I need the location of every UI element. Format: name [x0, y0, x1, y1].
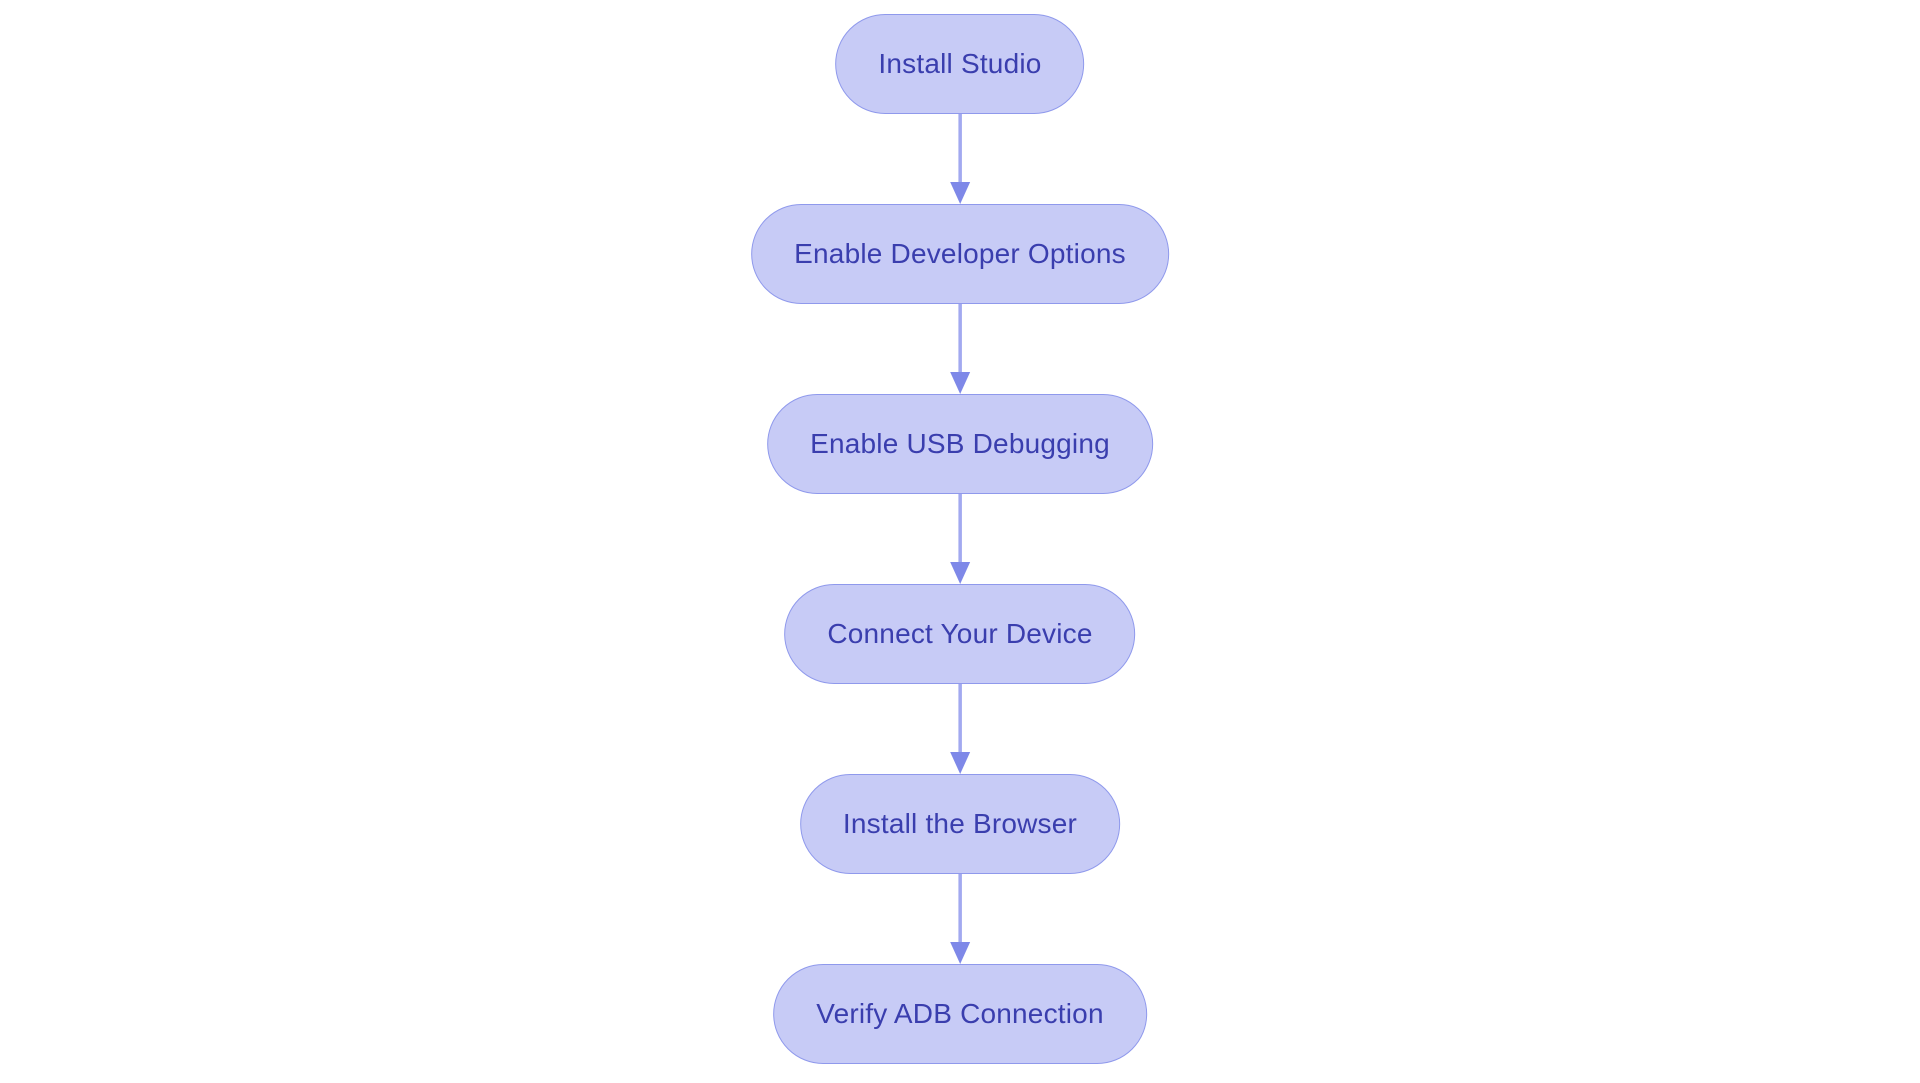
- flow-node-label: Enable USB Debugging: [810, 428, 1110, 459]
- flow-node-label: Enable Developer Options: [794, 238, 1126, 269]
- flow-node-install-studio: Install Studio: [835, 14, 1085, 114]
- flow-node-enable-developer-options: Enable Developer Options: [751, 204, 1169, 304]
- flow-node-label: Install Studio: [878, 48, 1042, 79]
- flow-node-label: Install the Browser: [842, 808, 1078, 839]
- flow-node-verify-adb-connection: Verify ADB Connection: [773, 964, 1147, 1064]
- arrow-down-icon: [947, 684, 973, 774]
- flow-node-install-the-browser: Install the Browser: [799, 774, 1121, 874]
- flow-node-label: Connect Your Device: [827, 618, 1093, 649]
- flow-node-label: Verify ADB Connection: [816, 998, 1104, 1029]
- flowchart: Install Studio Enable Developer Options …: [751, 14, 1169, 1064]
- flow-node-enable-usb-debugging: Enable USB Debugging: [767, 394, 1153, 494]
- arrow-down-icon: [947, 304, 973, 394]
- flow-node-connect-your-device: Connect Your Device: [784, 584, 1136, 684]
- arrow-down-icon: [947, 874, 973, 964]
- arrow-down-icon: [947, 114, 973, 204]
- arrow-down-icon: [947, 494, 973, 584]
